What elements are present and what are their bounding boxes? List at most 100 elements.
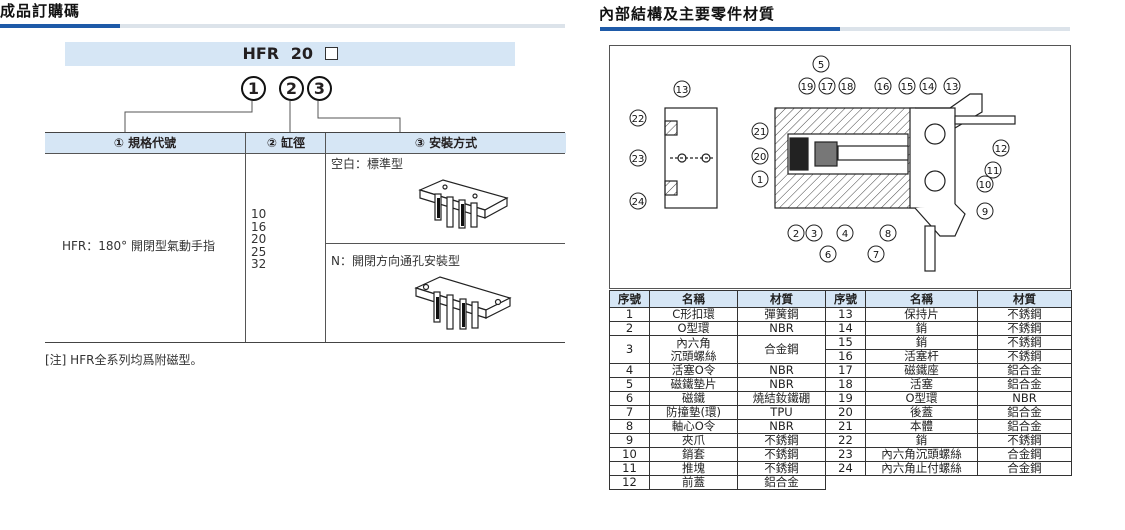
cell: 磁鐵座 (865, 363, 978, 378)
title-underline-right (600, 27, 1070, 31)
callout-24: 24 (632, 197, 645, 208)
cell: 8 (609, 419, 650, 434)
cell: 不銹鋼 (737, 461, 826, 476)
th-material-1: 材質 (737, 290, 826, 308)
code-connector-lines (124, 101, 401, 132)
callout-14: 14 (922, 82, 935, 93)
th-name-1: 名稱 (649, 290, 738, 308)
cell: 鋁合金 (737, 475, 826, 490)
cell: 合金鋼 (977, 461, 1072, 476)
cell: 17 (825, 363, 866, 378)
cell: 夾爪 (649, 433, 738, 448)
mount-row-divider (325, 243, 565, 244)
mount-through-hole: N：開閉方向通孔安裝型 (331, 254, 460, 268)
bore-25: 25 (251, 244, 267, 259)
cell: 活塞 (865, 377, 978, 392)
cell: 磁鐵 (649, 391, 738, 406)
table-row: 1 C形扣環 彈簧鋼 13 保持片 不銹鋼 (609, 307, 1072, 322)
cell: 前蓋 (649, 475, 738, 490)
table-row: 12 前蓋 鋁合金 (609, 475, 1072, 490)
table-row: 5 磁鐵墊片 NBR 18 活塞 鋁合金 (609, 377, 1072, 392)
cell: C形扣環 (649, 307, 738, 322)
header-mounting: ③ 安裝方式 (325, 133, 566, 153)
cell-empty (826, 476, 866, 490)
cell: 內六角止付螺絲 (865, 461, 978, 476)
cell: 12 (609, 475, 650, 490)
cell: 9 (609, 433, 650, 448)
parts-table: 序號 名稱 材質 序號 名稱 材質 1 C形扣環 彈簧鋼 13 保持片 不銹鋼 … (609, 290, 1072, 490)
gripper-standard-illustration (418, 179, 509, 229)
table-row: 8 軸心O令 NBR 21 本體 鋁合金 (609, 419, 1072, 434)
cell: 內六角沉頭螺絲 (865, 447, 978, 462)
title-underline (0, 24, 565, 28)
model-code-box: HFR 20 (65, 42, 515, 66)
cell: 13 (825, 307, 866, 322)
cell: O型環 (649, 321, 738, 336)
callout-4: 4 (842, 229, 848, 240)
th-no-2: 序號 (825, 290, 866, 308)
mount-standard: 空白：標準型 (331, 157, 404, 171)
cell: NBR (737, 363, 826, 378)
cell: 保持片 (865, 307, 978, 322)
col-divider-1 (245, 153, 246, 342)
callout-19: 19 (801, 82, 814, 93)
table-row: 2 O型環 NBR 14 銷 不銹鋼 (609, 321, 1072, 336)
cell: 2 (609, 321, 650, 336)
name-line-1: 內六角 (676, 335, 711, 350)
bore-16: 16 (251, 219, 267, 234)
cell: 14 (825, 321, 866, 336)
cell: TPU (737, 405, 826, 420)
ordering-code-title: 成品訂購碼 (0, 2, 81, 20)
callout-11: 11 (987, 166, 1000, 177)
table-row: 11 推塊 不銹鋼 24 內六角止付螺絲 合金鋼 (609, 461, 1072, 476)
cell: 11 (609, 461, 650, 476)
bore-20: 20 (251, 232, 267, 246)
spec-text: HFR：180° 開閉型氣動手指 (62, 239, 215, 253)
cell: 23 (825, 447, 866, 462)
cell: 活塞O令 (649, 363, 738, 378)
callout-13a: 13 (676, 85, 689, 96)
cell: 鋁合金 (977, 419, 1072, 434)
table-row: 7 防撞墊(環) TPU 20 後蓋 鋁合金 (609, 405, 1072, 420)
cell: 鋁合金 (977, 377, 1072, 392)
cell: 燒結釹鐵硼 (737, 391, 826, 406)
cell: 防撞墊(環) (649, 405, 738, 420)
callout-1: 1 (757, 175, 763, 186)
table-row: 9 夾爪 不銹鋼 22 銷 不銹鋼 (609, 433, 1072, 448)
header-bottom-rule (45, 153, 565, 154)
cell: 不銹鋼 (977, 321, 1072, 336)
callout-2: 2 (793, 229, 799, 240)
table-row: 10 銷套 不銹鋼 23 內六角沉頭螺絲 合金鋼 (609, 447, 1072, 462)
callout-10: 10 (979, 180, 992, 191)
cell-empty (978, 476, 1072, 490)
bore-10: 10 (251, 207, 267, 221)
cell: 銷 (865, 433, 978, 448)
table-row: 6 磁鐵 燒結釹鐵硼 19 O型環 NBR (609, 391, 1072, 406)
cell-multiline: 內六角 沉頭螺絲 (649, 335, 738, 364)
note: [注] HFR全系列均爲附磁型。 (45, 353, 203, 367)
cell: 20 (825, 405, 866, 420)
header-bore: ② 缸徑 (245, 133, 326, 153)
th-name-2: 名稱 (865, 290, 978, 308)
callout-15: 15 (901, 82, 914, 93)
parts-table-header: 序號 名稱 材質 序號 名稱 材質 (609, 290, 1072, 308)
table-top-rule (45, 132, 565, 133)
table-row: 3 內六角 沉頭螺絲 合金鋼 15 銷 不銹鋼 (609, 335, 1072, 364)
col-divider-2 (325, 153, 326, 342)
cell: O型環 (865, 391, 978, 406)
cell: NBR (977, 391, 1072, 406)
cell: 合金鋼 (977, 447, 1072, 462)
callout-7: 7 (873, 250, 879, 261)
cell: 本體 (865, 419, 978, 434)
gripper-n-type-illustration (414, 276, 512, 330)
cell: 後蓋 (865, 405, 978, 420)
callout-21: 21 (754, 127, 767, 138)
callout-17: 17 (821, 82, 834, 93)
model-size: 20 (290, 44, 313, 63)
callout-13b: 13 (946, 82, 959, 93)
cell: 22 (825, 433, 866, 448)
callout-12: 12 (995, 144, 1008, 155)
cell: 不銹鋼 (977, 349, 1072, 364)
cell: 10 (609, 447, 650, 462)
callout-6: 6 (825, 250, 831, 261)
